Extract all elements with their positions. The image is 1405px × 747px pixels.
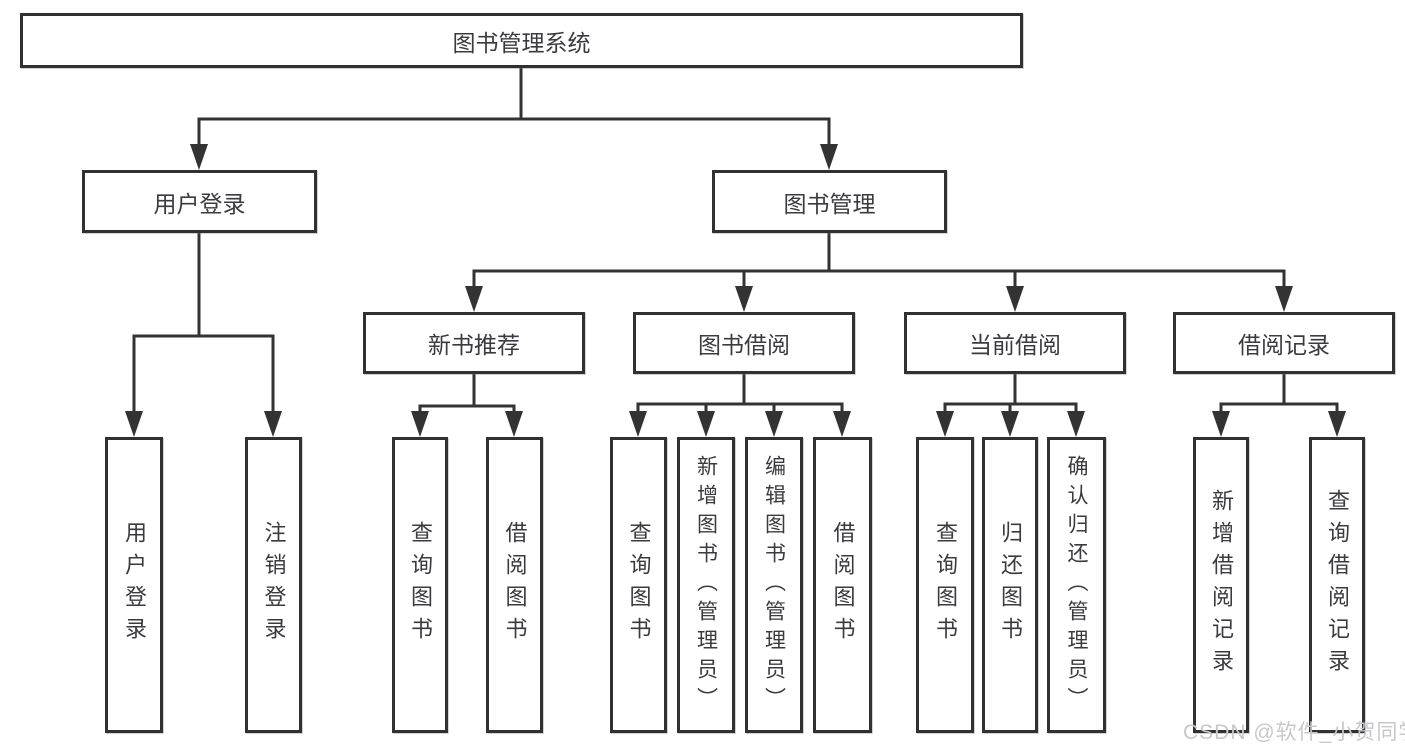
leaf-label: 查询图书 xyxy=(626,521,652,649)
leaf-edit-book-admin: 编辑图书（管理员） xyxy=(745,437,803,733)
node-label: 新书推荐 xyxy=(428,332,520,358)
node-label: 当前借阅 xyxy=(969,332,1061,358)
node-library-management-system: 图书管理系统 xyxy=(20,13,1023,68)
leaf-add-book-admin: 新增图书（管理员） xyxy=(677,437,735,733)
leaf-return-books: 归还图书 xyxy=(982,437,1038,733)
node-label: 图书管理 xyxy=(783,190,876,217)
node-label: 借阅记录 xyxy=(1238,332,1330,358)
leaf-label: 新增图书（管理员） xyxy=(694,454,718,716)
leaf-query-books-borrowing: 查询图书 xyxy=(610,437,667,733)
leaf-label: 归还图书 xyxy=(998,521,1023,649)
leaf-borrow-books: 借阅图书 xyxy=(813,437,872,733)
leaf-label: 借阅图书 xyxy=(830,521,856,649)
leaf-query-borrow-record: 查询借阅记录 xyxy=(1309,437,1365,733)
node-book-borrowing: 图书借阅 xyxy=(633,312,855,374)
node-borrowing-records: 借阅记录 xyxy=(1173,312,1395,374)
leaf-label: 新增借阅记录 xyxy=(1209,489,1234,681)
leaf-label: 查询图书 xyxy=(933,521,958,649)
node-current-borrowing: 当前借阅 xyxy=(904,312,1126,374)
leaf-borrow-books-recommend: 借阅图书 xyxy=(486,437,543,733)
arrowhead-icons xyxy=(125,144,1346,437)
leaf-query-books-current: 查询图书 xyxy=(916,437,974,733)
watermark-text: CSDN @软件_小贺同学 xyxy=(1183,721,1405,744)
leaf-label: 借阅图书 xyxy=(502,521,528,649)
node-user-login: 用户登录 xyxy=(82,170,317,233)
leaf-query-books-recommend: 查询图书 xyxy=(392,437,448,733)
leaf-label: 编辑图书（管理员） xyxy=(762,454,786,716)
leaf-logout: 注销登录 xyxy=(245,437,302,733)
node-new-book-recommendation: 新书推荐 xyxy=(363,312,585,374)
leaf-confirm-return-admin: 确认归还（管理员） xyxy=(1047,437,1106,733)
leaf-label: 查询图书 xyxy=(408,521,433,649)
node-label: 用户登录 xyxy=(153,190,246,217)
node-label: 图书管理系统 xyxy=(452,29,591,56)
leaf-label: 注销登录 xyxy=(261,521,287,649)
leaf-add-borrow-record: 新增借阅记录 xyxy=(1193,437,1249,733)
node-label: 图书借阅 xyxy=(698,332,790,358)
leaf-label: 用户登录 xyxy=(122,521,147,649)
leaf-label: 确认归还（管理员） xyxy=(1065,454,1088,716)
node-book-management: 图书管理 xyxy=(712,170,947,233)
leaf-user-login: 用户登录 xyxy=(105,437,163,733)
leaf-label: 查询借阅记录 xyxy=(1325,489,1350,681)
